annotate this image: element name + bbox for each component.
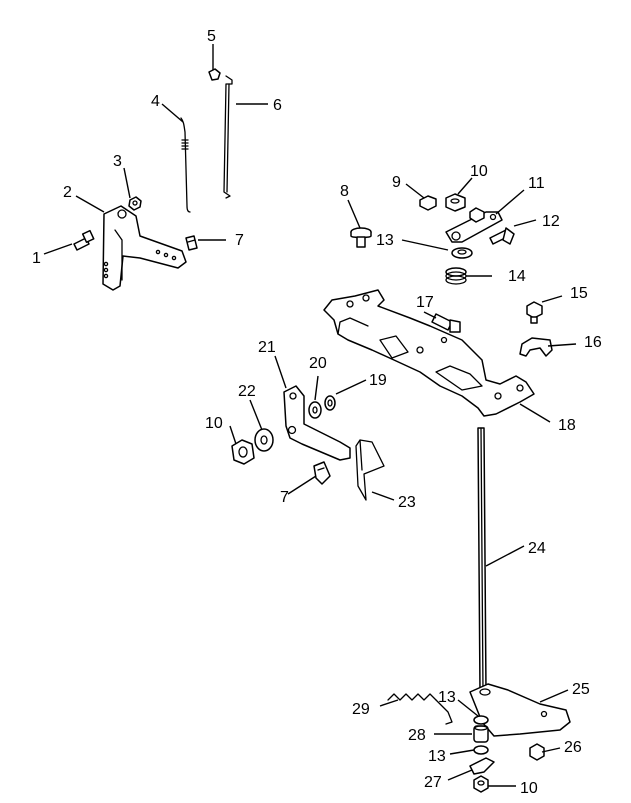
part-22-washer xyxy=(254,428,274,452)
part-25-lower-plate xyxy=(469,683,571,737)
callout-13a: 13 xyxy=(376,232,394,249)
callout-11: 11 xyxy=(528,175,545,192)
part-5-clip xyxy=(208,68,221,81)
part-6-rod xyxy=(223,75,233,199)
callout-15: 15 xyxy=(570,285,588,302)
callout-21: 21 xyxy=(258,339,276,356)
part-13-washer-lower-b xyxy=(473,745,489,755)
callout-1: 1 xyxy=(32,250,41,267)
callout-4: 4 xyxy=(151,93,160,110)
callout-10b: 10 xyxy=(205,415,223,432)
callout-29: 29 xyxy=(352,701,370,718)
callout-9: 9 xyxy=(392,174,401,191)
callout-13c: 13 xyxy=(428,748,446,765)
callouts: 1 2 3 4 5 6 7 8 9 10 11 12 13 14 15 16 1… xyxy=(32,28,602,797)
part-7-clip-upper xyxy=(185,235,198,251)
callout-24: 24 xyxy=(528,540,546,557)
part-7-clip-lower xyxy=(313,461,331,485)
callout-10c: 10 xyxy=(520,780,538,797)
callout-20: 20 xyxy=(309,355,327,372)
part-26-nut xyxy=(529,743,545,761)
part-11-swivel xyxy=(445,207,503,243)
part-29-spring xyxy=(387,693,453,725)
part-4-spring-rod xyxy=(180,117,191,213)
callout-25: 25 xyxy=(572,681,590,698)
callout-12: 12 xyxy=(542,213,560,230)
part-17-bolt xyxy=(431,313,461,333)
callout-5: 5 xyxy=(207,28,216,45)
part-10-nut-lower xyxy=(473,775,489,793)
callout-10a: 10 xyxy=(470,163,488,180)
part-12-screw xyxy=(489,227,515,245)
callout-7a: 7 xyxy=(235,232,244,249)
part-2-lever xyxy=(102,205,187,291)
part-13-washer-lower-a xyxy=(473,715,489,725)
callout-22: 22 xyxy=(238,383,256,400)
part-14-spring xyxy=(445,267,467,285)
part-19-washer xyxy=(324,395,336,411)
callout-6: 6 xyxy=(273,97,282,114)
callout-27: 27 xyxy=(424,774,442,791)
callout-2: 2 xyxy=(63,184,72,201)
callout-17: 17 xyxy=(416,294,434,311)
callout-28: 28 xyxy=(408,727,426,744)
callout-3: 3 xyxy=(113,153,122,170)
part-18-mounting-plate xyxy=(323,289,535,417)
part-13-washer-upper xyxy=(451,247,473,259)
part-27-clip xyxy=(469,757,495,775)
part-1-screw xyxy=(73,229,95,251)
callout-18: 18 xyxy=(558,417,576,434)
part-3-nut xyxy=(128,196,142,211)
part-15-bolt xyxy=(526,301,543,324)
callout-8: 8 xyxy=(340,183,349,200)
callout-16: 16 xyxy=(584,334,602,351)
leader-lines xyxy=(43,44,577,787)
part-24-shaft xyxy=(477,427,487,693)
callout-14: 14 xyxy=(508,268,526,285)
part-16-bracket xyxy=(519,337,553,357)
callout-13b: 13 xyxy=(438,689,456,706)
callout-23: 23 xyxy=(398,494,416,511)
part-10-nut-upper xyxy=(445,193,466,212)
part-8-bolt xyxy=(350,227,372,248)
part-23-bent-rod xyxy=(355,439,385,501)
callout-26: 26 xyxy=(564,739,582,756)
part-28-bushing xyxy=(473,725,489,743)
part-9-nut xyxy=(419,195,437,211)
part-20-washer xyxy=(308,401,322,419)
callout-7b: 7 xyxy=(280,489,289,506)
part-21-lever-arm xyxy=(283,385,351,461)
part-10-nut-middle xyxy=(231,439,255,465)
callout-19: 19 xyxy=(369,372,387,389)
